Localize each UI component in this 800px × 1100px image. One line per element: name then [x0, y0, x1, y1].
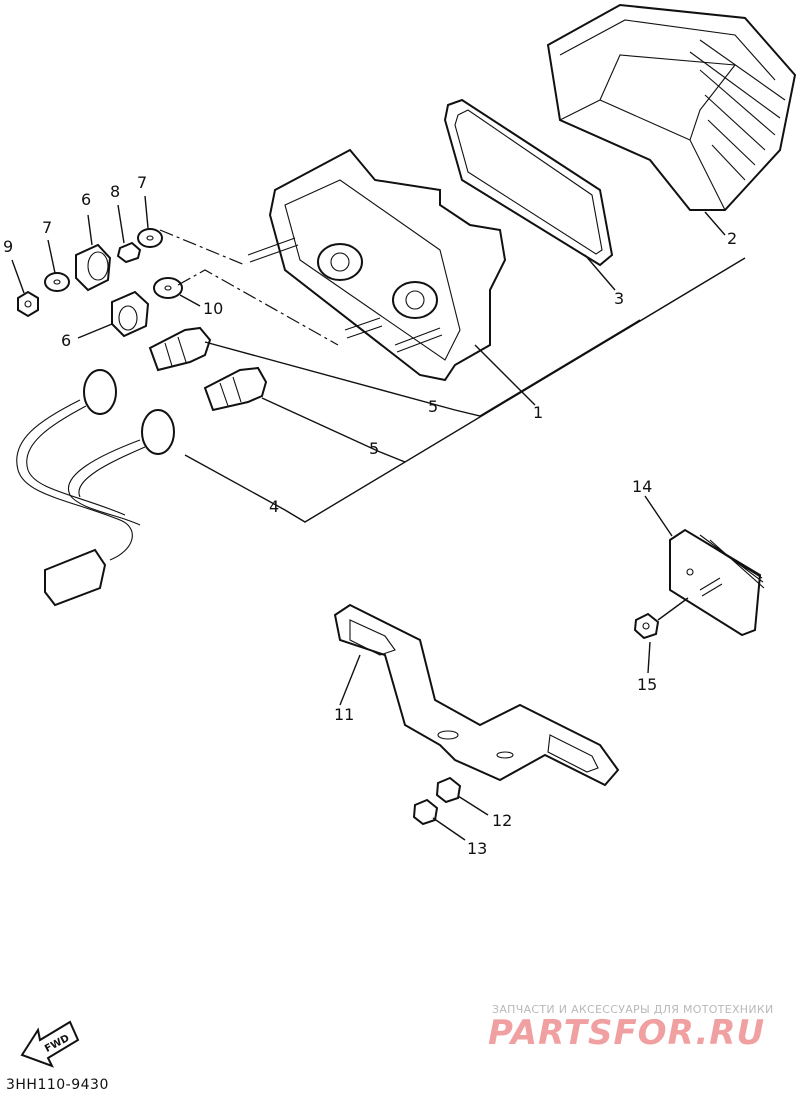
part-4-socket-cord: [16, 369, 175, 607]
callout-11: 11: [334, 705, 354, 724]
fwd-arrow: FWD: [20, 1020, 80, 1068]
leader-lines: [11, 195, 746, 841]
callout-4: 4: [269, 497, 279, 516]
callout-15: 15: [637, 675, 657, 694]
callout-7-upper: 7: [137, 173, 147, 192]
part-3-gasket: [443, 98, 614, 267]
part-5-bulb-upper: [148, 326, 212, 372]
part-7-washer-upper: [137, 228, 163, 248]
callout-labels: 1 2 3 4 5 5 6 6 7 7 8 9 10 11 12 13 14 1…: [3, 173, 737, 858]
part-10-washer: [153, 277, 183, 299]
part-8-collar: [116, 241, 142, 264]
part-2-lens: [546, 3, 797, 211]
callout-6-lower: 6: [61, 331, 71, 350]
part-6-grommet-lower: [111, 290, 150, 338]
part-6-grommet-upper: [75, 243, 112, 292]
part-15-nut: [633, 612, 660, 640]
part-1-housing: [247, 148, 507, 382]
part-12-bolt: [435, 776, 462, 804]
callout-8: 8: [110, 182, 120, 201]
callout-5-lower: 5: [369, 439, 379, 458]
part-14-reflector: [669, 528, 765, 637]
assembly-lines: [159, 229, 339, 346]
callout-2: 2: [727, 229, 737, 248]
part-5-bulb-lower: [203, 366, 268, 412]
callout-7-lower: 7: [42, 218, 52, 237]
callout-14: 14: [632, 477, 652, 496]
callout-1: 1: [533, 403, 543, 422]
callout-5-upper: 5: [428, 397, 438, 416]
callout-3: 3: [614, 289, 624, 308]
watermark-tagline: ЗАПЧАСТИ И АКСЕССУАРЫ ДЛЯ МОТОТЕХНИКИ: [492, 1003, 774, 1016]
callout-13: 13: [467, 839, 487, 858]
callout-12: 12: [492, 811, 512, 830]
callout-10: 10: [203, 299, 223, 318]
part-11-bracket: [333, 603, 620, 787]
part-9-nut: [17, 290, 39, 318]
callout-6-upper: 6: [81, 190, 91, 209]
watermark-logo: PARTSFOR.RU: [488, 1013, 766, 1053]
diagram-code: 3HH110-9430: [6, 1077, 109, 1093]
part-7-washer-lower: [44, 272, 70, 292]
callout-9: 9: [3, 237, 13, 256]
part-13-nut: [412, 798, 439, 826]
